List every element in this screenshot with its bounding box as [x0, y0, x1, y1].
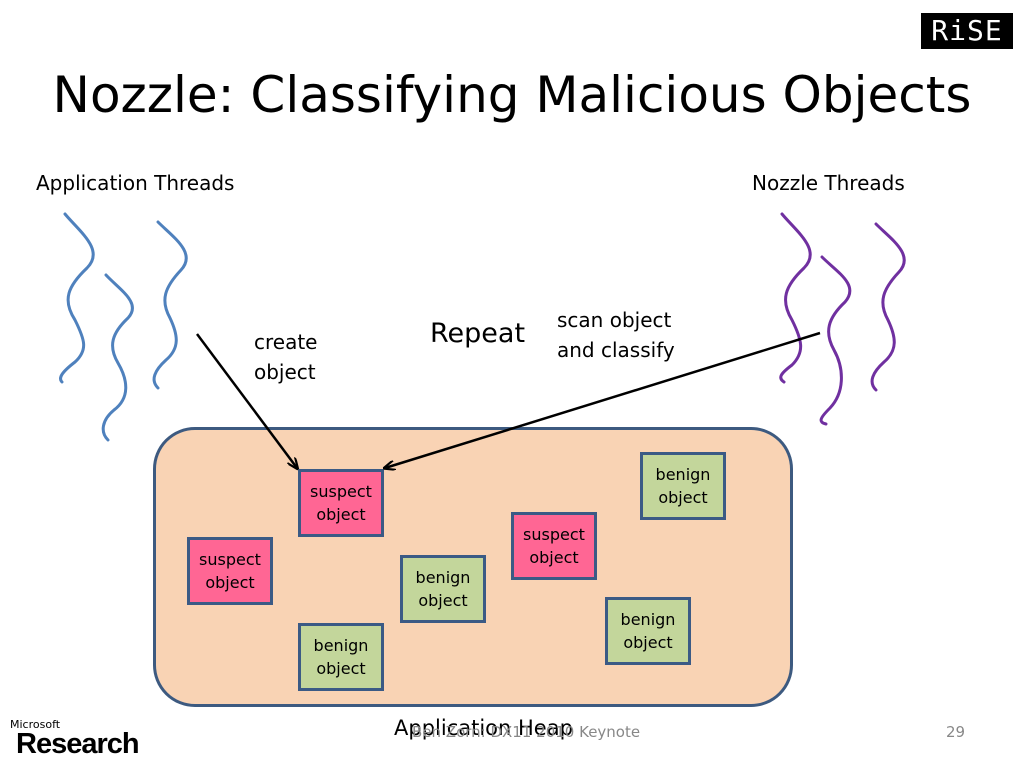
nozzle-thread-1	[779, 212, 812, 384]
scan-classify-label: scan object and classify	[557, 305, 675, 365]
application-heap-label: Application Heap	[394, 716, 573, 740]
microsoft-logo-text: Microsoft	[10, 718, 61, 731]
nozzle-thread-3	[870, 222, 906, 392]
application-threads-label: Application Threads	[36, 171, 235, 195]
rise-logo: RiSE	[921, 13, 1013, 49]
nozzle-threads-icon	[779, 212, 906, 426]
create-label-line1: create	[254, 330, 318, 354]
application-threads-icon	[59, 212, 188, 442]
app-thread-2	[101, 273, 134, 442]
create-object-arrow	[195, 333, 297, 468]
repeat-label: Repeat	[430, 318, 526, 349]
footer-text: Ben Zorn: DX11 2010 Keynote	[412, 723, 641, 741]
create-label-line2: object	[254, 360, 316, 384]
app-thread-3	[152, 220, 188, 390]
scan-label-line1: scan object	[557, 308, 672, 332]
app-thread-1	[59, 212, 95, 384]
research-logo-text: Research	[16, 728, 140, 760]
slide-title: Nozzle: Classifying Malicious Objects	[52, 66, 972, 124]
page-number: 29	[946, 723, 966, 741]
scan-label-line2: and classify	[557, 338, 675, 362]
nozzle-thread-2	[819, 255, 852, 426]
scan-object-arrow	[385, 331, 821, 468]
nozzle-threads-label: Nozzle Threads	[752, 171, 905, 195]
create-object-label: create object	[254, 327, 318, 387]
